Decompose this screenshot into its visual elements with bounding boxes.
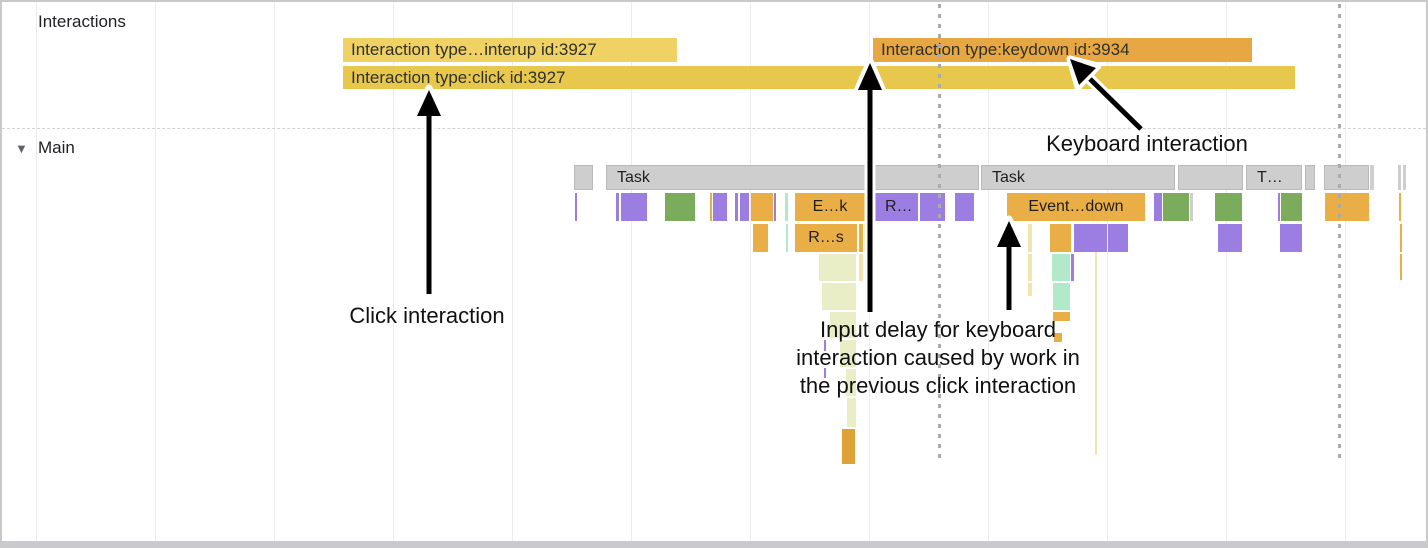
- task-bar[interactable]: Task: [606, 165, 979, 190]
- flame-bar[interactable]: [1399, 193, 1401, 221]
- flame-bar[interactable]: [665, 193, 695, 221]
- interaction-bar[interactable]: Interaction type:keydown id:3934: [873, 38, 1252, 62]
- flame-bar[interactable]: [621, 193, 647, 221]
- task-bar[interactable]: [1403, 165, 1406, 190]
- flame-bar[interactable]: [1280, 224, 1302, 252]
- gridline: [1345, 2, 1346, 543]
- flame-bar[interactable]: [1400, 224, 1402, 252]
- flame-bar[interactable]: [840, 340, 856, 367]
- task-bar[interactable]: [1324, 165, 1369, 190]
- keyboard-interaction-annotation: Keyboard interaction: [1046, 131, 1248, 156]
- task-bar[interactable]: [1178, 165, 1243, 190]
- flame-bar[interactable]: [740, 193, 749, 221]
- flame-bar[interactable]: R…s: [795, 224, 857, 252]
- flame-bar[interactable]: [1218, 224, 1242, 252]
- gridline: [393, 2, 394, 543]
- flame-bar[interactable]: [920, 193, 945, 221]
- flame-bar[interactable]: [1028, 254, 1032, 281]
- flame-bar[interactable]: [1281, 193, 1302, 221]
- flame-bar[interactable]: [866, 193, 870, 221]
- flame-bar[interactable]: [859, 224, 863, 252]
- flame-bar[interactable]: [1400, 254, 1402, 280]
- flame-bar[interactable]: [824, 368, 826, 378]
- gridline: [36, 2, 37, 543]
- flame-bar[interactable]: R…: [875, 193, 918, 221]
- task-bar[interactable]: T…: [1246, 165, 1302, 190]
- interaction-bar[interactable]: Interaction type…interup id:3927: [343, 38, 677, 62]
- gridline: [1226, 2, 1227, 543]
- flame-bar[interactable]: [1050, 224, 1071, 252]
- dotted-guideline: [1338, 4, 1341, 464]
- flame-bar[interactable]: [1074, 224, 1107, 252]
- click-interaction-arrow: [412, 84, 446, 294]
- collapse-triangle-icon[interactable]: ▼: [15, 141, 28, 156]
- flame-bar[interactable]: E…k: [795, 193, 865, 221]
- track-separator: [2, 128, 1426, 129]
- input-delay-line-1: Input delay for keyboard: [819, 317, 1057, 342]
- input-delay-line-3: the previous click interaction: [799, 373, 1077, 398]
- flame-bar[interactable]: Event…down: [1007, 193, 1145, 221]
- flame-bar[interactable]: [819, 254, 856, 281]
- flame-bar[interactable]: [846, 369, 856, 396]
- flame-bar[interactable]: [1053, 283, 1070, 310]
- flame-bar[interactable]: [774, 193, 776, 221]
- flame-bar[interactable]: [713, 193, 727, 221]
- gridline: [988, 2, 989, 543]
- gridline: [750, 2, 751, 543]
- flame-bar[interactable]: [575, 193, 577, 221]
- flame-bar[interactable]: [859, 254, 863, 281]
- task-bar[interactable]: Task: [981, 165, 1175, 190]
- flame-bar[interactable]: [824, 340, 826, 351]
- gridline: [512, 2, 513, 543]
- flame-bar[interactable]: [1215, 193, 1242, 221]
- flame-bar[interactable]: [1095, 252, 1097, 455]
- flame-bar[interactable]: [864, 224, 867, 252]
- flame-bar[interactable]: [1028, 283, 1032, 296]
- gridline: [1107, 2, 1108, 543]
- flame-bar[interactable]: [1108, 224, 1128, 252]
- dotted-guideline: [938, 4, 941, 464]
- flame-bar[interactable]: [1053, 312, 1070, 321]
- flame-bar[interactable]: [830, 312, 856, 338]
- main-track-label: Main: [38, 138, 75, 157]
- flame-bar[interactable]: [710, 193, 712, 221]
- flame-bar[interactable]: [842, 429, 855, 464]
- flame-bar[interactable]: [753, 224, 768, 252]
- flame-bar[interactable]: [955, 193, 974, 221]
- task-bar[interactable]: [1370, 165, 1374, 190]
- flame-bar[interactable]: [616, 193, 619, 221]
- flame-bar[interactable]: [1052, 254, 1070, 281]
- interactions-track-label: Interactions: [38, 12, 126, 31]
- click-interaction-annotation: Click interaction: [349, 303, 505, 328]
- bottom-scroll-track[interactable]: [2, 541, 1426, 546]
- gridline: [631, 2, 632, 543]
- task-bar[interactable]: [1398, 165, 1401, 190]
- task-bar[interactable]: [1305, 165, 1315, 190]
- flame-bar[interactable]: [1163, 193, 1189, 221]
- flame-bar[interactable]: [735, 193, 738, 221]
- gridline: [155, 2, 156, 543]
- flame-bar[interactable]: [1278, 193, 1280, 221]
- flame-bar[interactable]: [822, 283, 856, 310]
- gridline: [274, 2, 275, 543]
- flame-bar[interactable]: [785, 193, 788, 221]
- interaction-bar[interactable]: Interaction type:click id:3927: [343, 66, 1295, 89]
- input-delay-line-2: interaction caused by work in: [796, 345, 1080, 370]
- task-bar[interactable]: [574, 165, 593, 190]
- flame-bar[interactable]: [1054, 333, 1062, 342]
- flame-bar[interactable]: [1154, 193, 1162, 221]
- task-bar[interactable]: [1190, 193, 1193, 221]
- input-delay-annotation: Input delay for keyboard interaction cau…: [768, 316, 1108, 400]
- flame-bar[interactable]: [1071, 254, 1074, 281]
- flame-bar[interactable]: [786, 224, 788, 252]
- flame-bar[interactable]: [1325, 193, 1369, 221]
- flame-bar[interactable]: [1028, 224, 1032, 252]
- input-delay-event-arrow: [992, 215, 1026, 310]
- flame-bar[interactable]: [751, 193, 773, 221]
- flame-bar[interactable]: [847, 398, 856, 427]
